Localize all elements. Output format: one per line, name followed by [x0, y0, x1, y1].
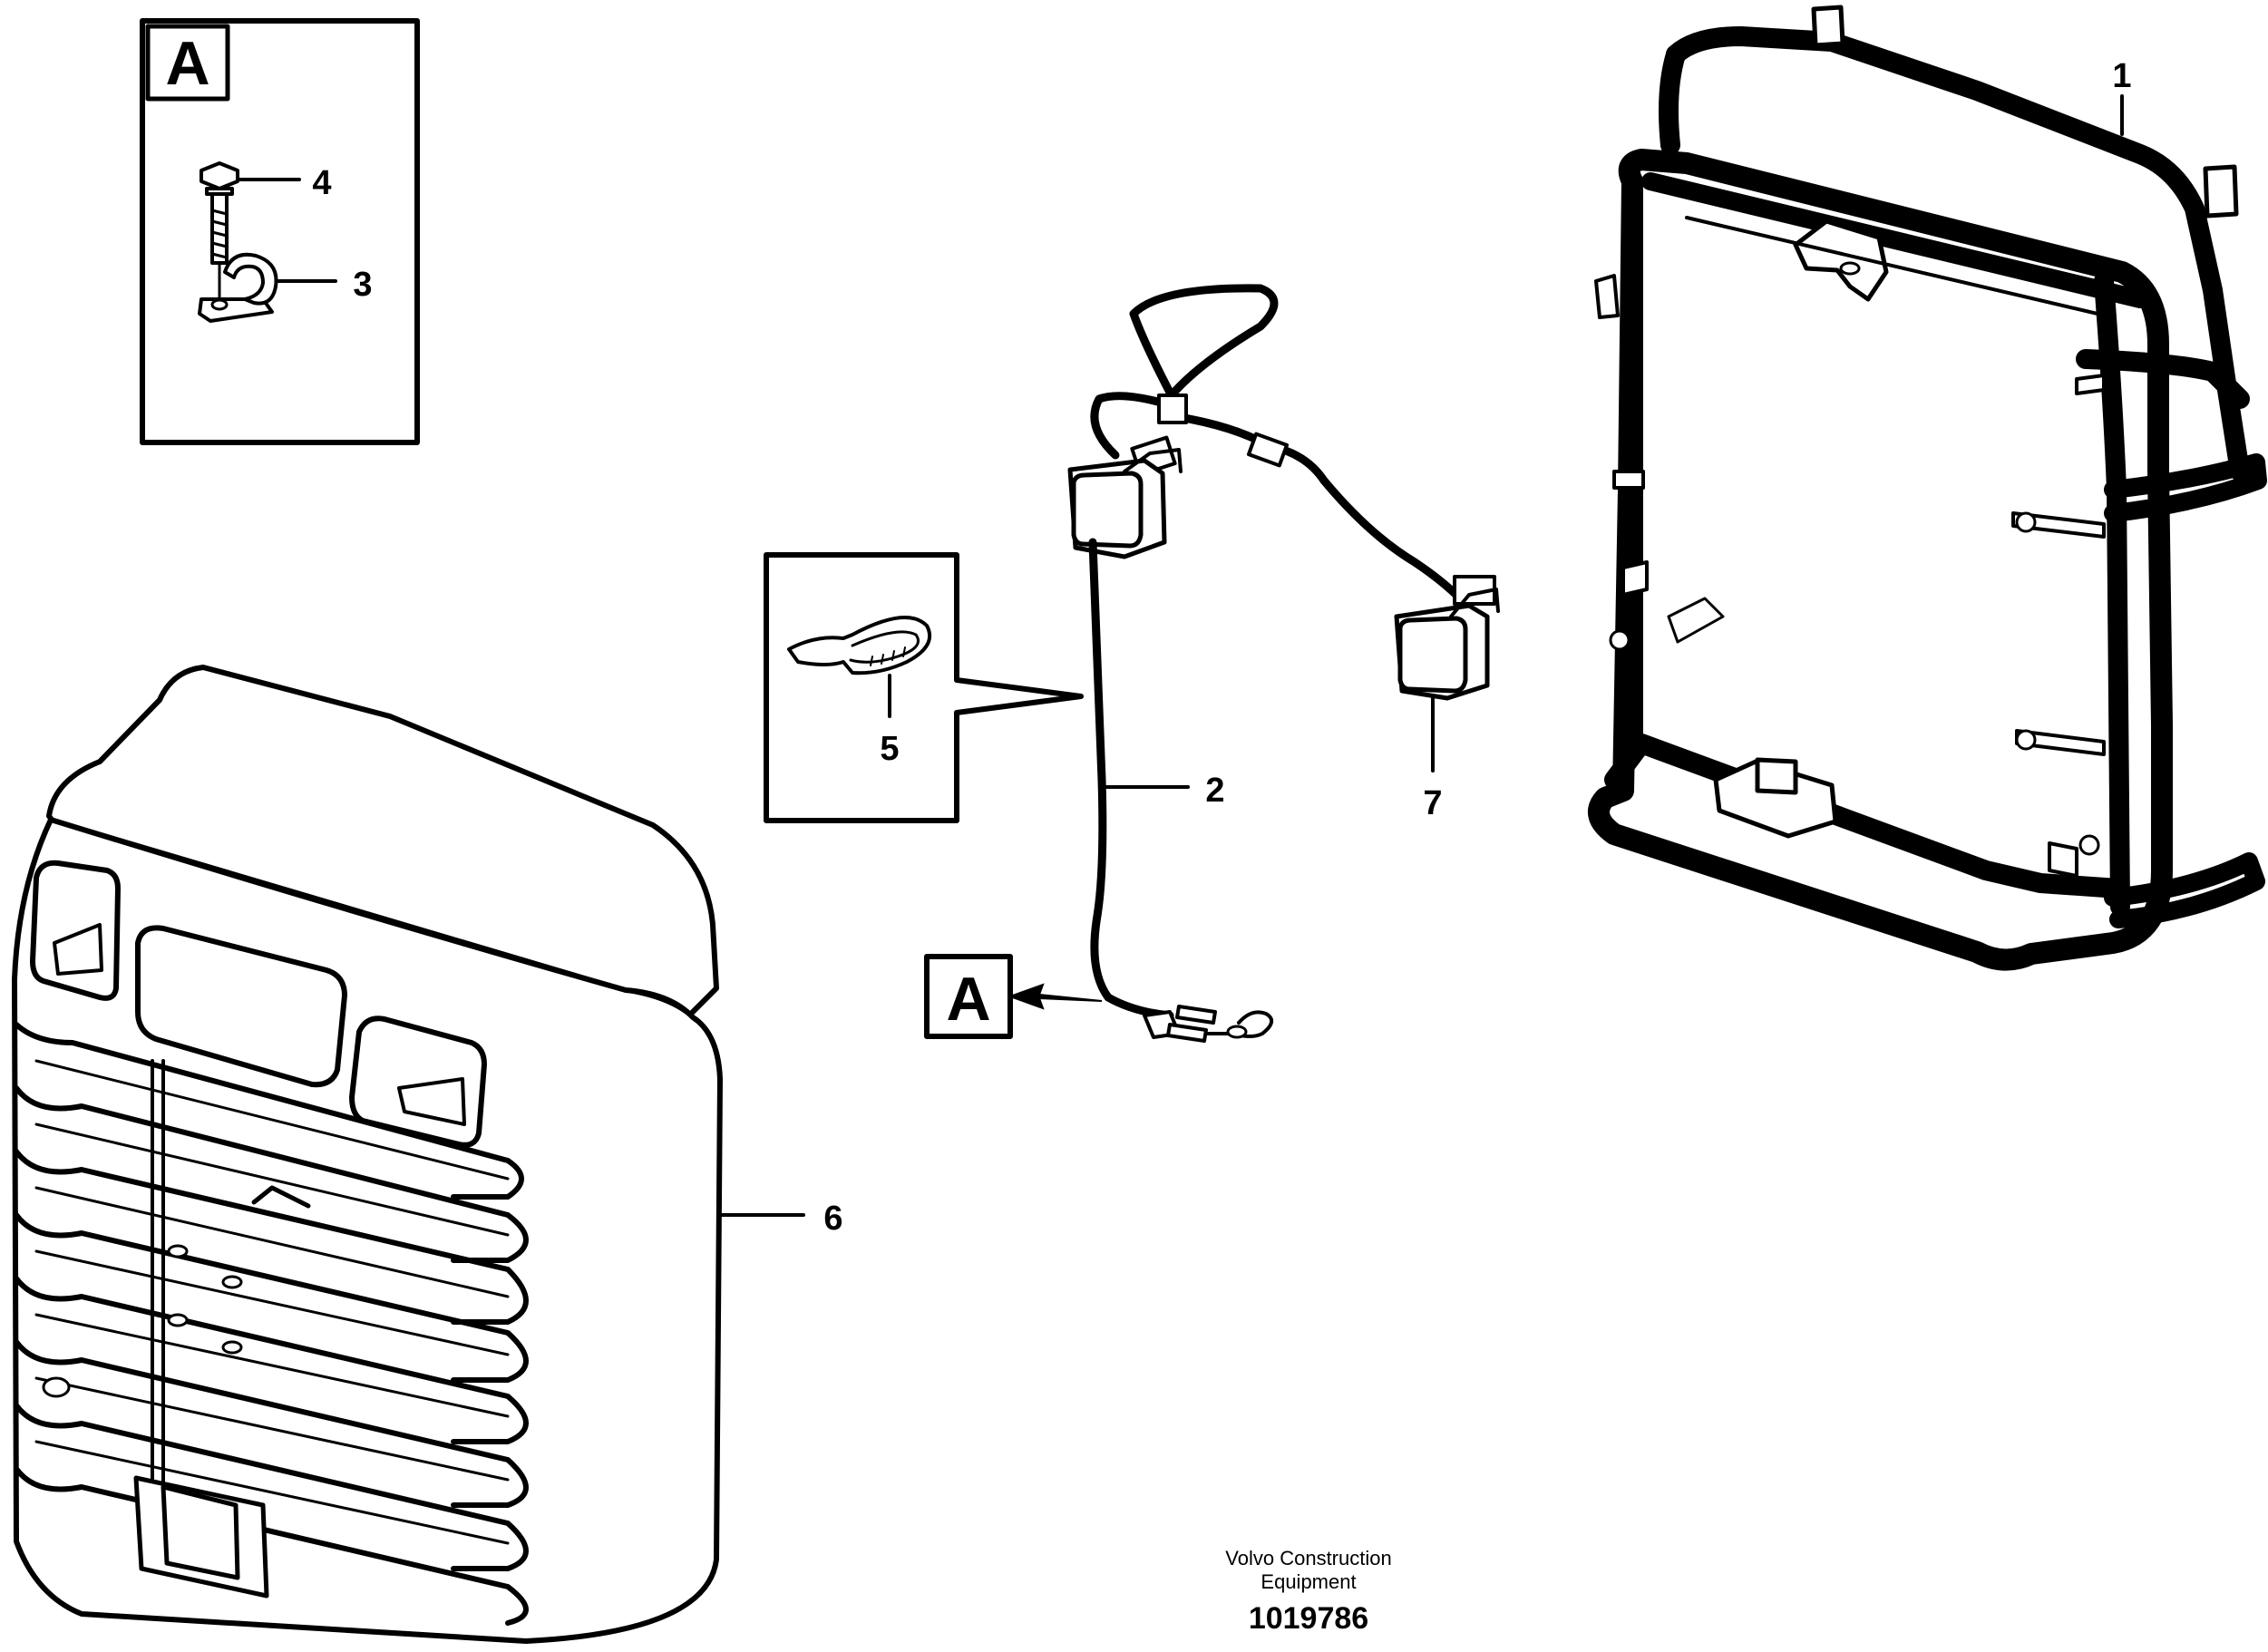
detail-a-label: A: [165, 29, 209, 98]
clamp-icon: [198, 252, 278, 323]
wiring-harness: 7 2 A: [924, 284, 1500, 1043]
cable-tie-detail-box: 5: [764, 552, 1084, 823]
callout-7: 7: [1423, 784, 1442, 822]
drawing-footer: Volvo Construction Equipment 1019786: [1225, 1547, 1391, 1636]
callout-2: 2: [1205, 772, 1224, 810]
callout-6: 6: [823, 1200, 842, 1238]
callout-1: 1: [2112, 57, 2131, 95]
callout-5: 5: [880, 730, 899, 768]
callout-4: 4: [312, 164, 331, 202]
work-lamp-left-icon: [1067, 448, 1183, 559]
cable-tie-icon: [787, 616, 932, 675]
detail-a-reference-label: A: [946, 965, 990, 1034]
detail-a-box: A 4 3: [140, 18, 420, 445]
callout-3: 3: [353, 266, 372, 304]
company-line-1: Volvo Construction: [1225, 1547, 1391, 1569]
front-grille-cover: [12, 665, 723, 1644]
bolt-icon: [200, 161, 239, 301]
drawing-number: 1019786: [1249, 1601, 1368, 1636]
work-lamp-right-icon: [1394, 588, 1500, 701]
mounting-frame: [1588, 5, 2267, 971]
company-line-2: Equipment: [1261, 1570, 1356, 1593]
